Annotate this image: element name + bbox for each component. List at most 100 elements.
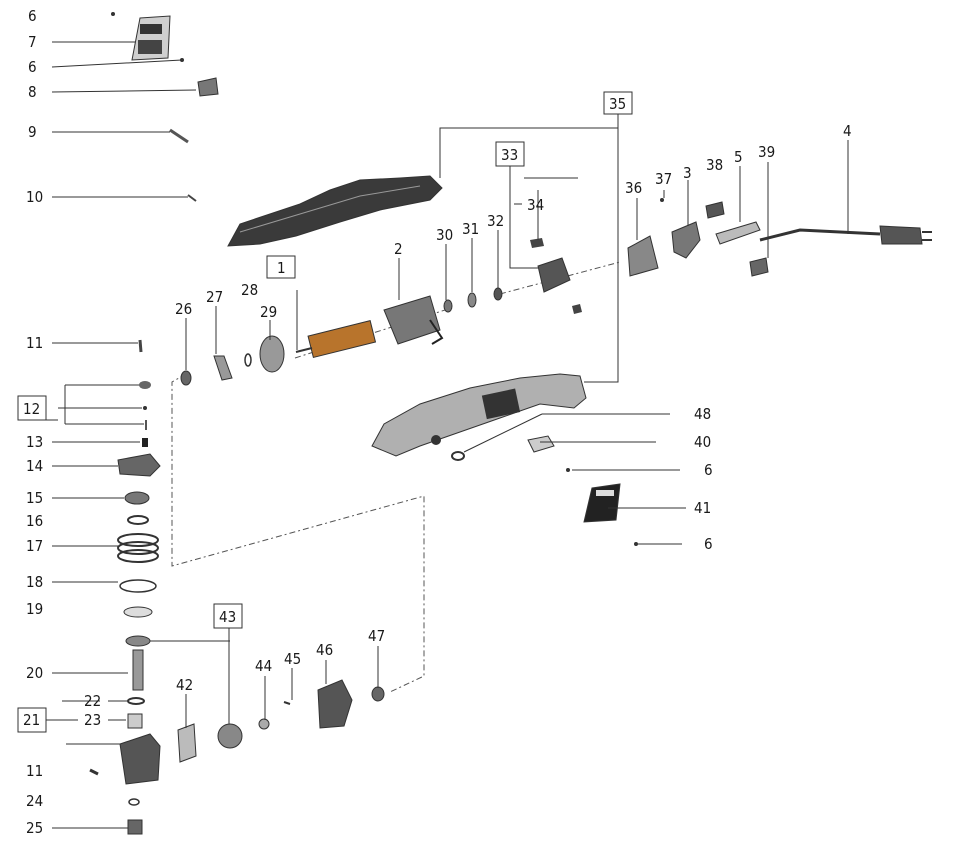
pin-9 (169, 128, 189, 144)
label-4: 4 (843, 122, 852, 140)
clip-8 (197, 77, 219, 97)
spindle-20 (132, 649, 144, 691)
label-18: 18 (26, 573, 43, 591)
gear-cover-14 (117, 453, 161, 477)
screw-11a (138, 339, 143, 353)
ring-44 (258, 718, 270, 730)
callout-labels: 6 7 6 8 9 10 11 12 13 14 15 16 17 18 19 … (23, 7, 852, 837)
armature-1 (307, 320, 377, 359)
label-3: 3 (683, 164, 692, 182)
label-47: 47 (368, 627, 385, 645)
bearing-30 (443, 299, 453, 313)
bearing-43 (217, 723, 243, 749)
label-19: 19 (26, 600, 43, 618)
label-28: 28 (241, 281, 258, 299)
left-leader-lines (19, 41, 230, 829)
callout-boxes (17, 91, 633, 733)
label-12: 12 (23, 400, 40, 418)
label-10: 10 (26, 188, 43, 206)
housing-upper-35 (227, 175, 443, 247)
label-6c: 6 (704, 461, 713, 479)
label-38: 38 (706, 156, 723, 174)
label-1: 1 (277, 259, 286, 277)
screw-6-top (111, 12, 115, 16)
plate-40 (527, 435, 555, 453)
label-34: 34 (527, 196, 544, 214)
label-11a: 11 (26, 334, 43, 352)
gear-housing-21 (119, 733, 161, 785)
washer-48 (451, 451, 465, 461)
label-39: 39 (758, 143, 775, 161)
o-ring-18 (119, 579, 157, 593)
label-33: 33 (501, 146, 518, 164)
sleeve-5 (715, 221, 761, 245)
fan-29 (259, 335, 285, 373)
label-6d: 6 (704, 535, 713, 553)
housing-lower-35 (371, 373, 587, 457)
label-27: 27 (206, 288, 223, 306)
bearing-15 (124, 491, 150, 505)
housing-46 (317, 679, 353, 729)
label-15: 15 (26, 489, 43, 507)
label-23: 23 (84, 711, 101, 729)
label-32: 32 (487, 212, 504, 230)
grommet-39 (749, 257, 769, 277)
plug-4 (879, 225, 923, 245)
bush-23 (127, 713, 143, 729)
label-11b: 11 (26, 762, 43, 780)
ring-17a (117, 533, 159, 547)
label-2: 2 (394, 240, 403, 258)
bearing-47 (371, 686, 385, 702)
label-41: 41 (694, 499, 711, 517)
label-13: 13 (26, 433, 43, 451)
label-31: 31 (462, 220, 479, 238)
label-44: 44 (255, 657, 272, 675)
label-5: 5 (734, 148, 743, 166)
label-7: 7 (28, 33, 37, 51)
label-35: 35 (609, 95, 626, 113)
washer-19 (123, 606, 153, 618)
cover-36 (627, 235, 659, 277)
label-48: 48 (694, 405, 711, 423)
brush-holder-33 (537, 257, 571, 293)
switch-3 (671, 221, 701, 259)
label-25: 25 (26, 819, 43, 837)
label-21: 21 (23, 711, 40, 729)
circlip-16 (127, 515, 149, 525)
label-16: 16 (26, 512, 43, 530)
label-8: 8 (28, 83, 37, 101)
label-46: 46 (316, 641, 333, 659)
right-leader-lines (185, 114, 849, 728)
parts (89, 12, 932, 835)
label-9: 9 (28, 123, 37, 141)
label-30: 30 (436, 226, 453, 244)
stator-2 (383, 295, 441, 345)
gasket-42 (177, 723, 197, 763)
cable-4 (759, 228, 881, 242)
label-26: 26 (175, 300, 192, 318)
label-29: 29 (260, 303, 277, 321)
label-6a: 6 (28, 7, 37, 25)
label-20: 20 (26, 664, 43, 682)
bearing-26 (180, 370, 192, 386)
label-36: 36 (625, 179, 642, 197)
spring-13 (142, 438, 148, 447)
label-22: 22 (84, 692, 101, 710)
bush-25 (127, 819, 143, 835)
screw-10 (187, 194, 197, 202)
label-14: 14 (26, 457, 43, 475)
label-43: 43 (219, 608, 236, 626)
bracket-27 (213, 355, 233, 381)
label-24: 24 (26, 792, 43, 810)
label-42: 42 (176, 676, 193, 694)
label-40: 40 (694, 433, 711, 451)
clamp-38 (705, 201, 725, 219)
label-37: 37 (655, 170, 672, 188)
label-6b: 6 (28, 58, 37, 76)
label-45: 45 (284, 650, 301, 668)
bearing-31 (467, 292, 477, 308)
label-41 (583, 483, 621, 523)
bearing-32 (493, 287, 503, 301)
label-17: 17 (26, 537, 43, 555)
